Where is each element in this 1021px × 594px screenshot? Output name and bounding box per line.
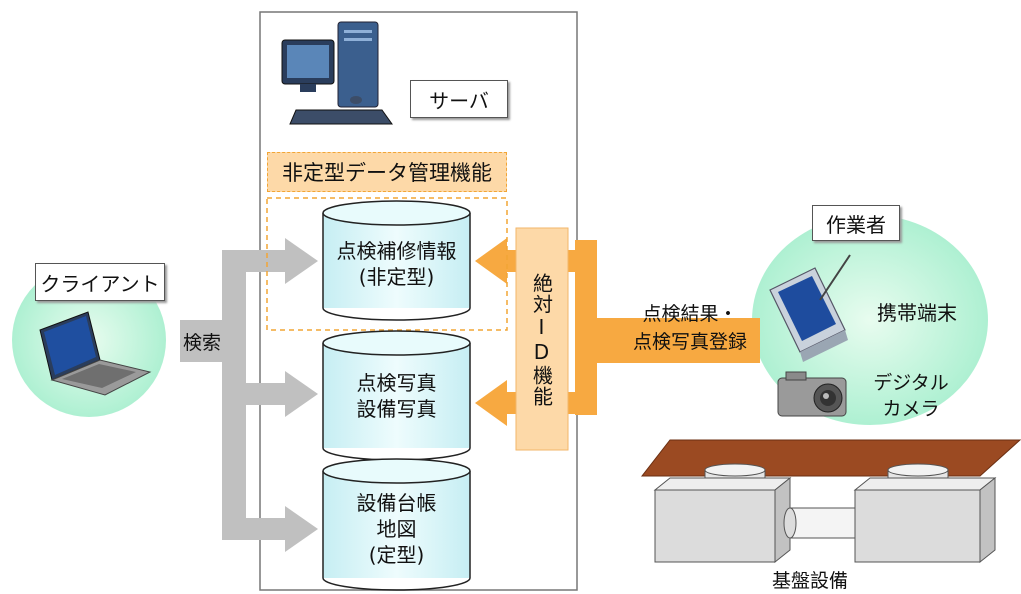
database-1-line-1: 点検補修情報: [336, 239, 457, 263]
search-arrows: [180, 238, 318, 552]
infrastructure-illustration: [640, 439, 1021, 564]
client-label: クライアント: [35, 263, 165, 301]
pda-icon: [769, 254, 851, 362]
server-label: サーバ: [410, 80, 508, 118]
mobile-circle: [752, 215, 988, 425]
absolute-id-label: 絶対ID機能: [529, 273, 554, 407]
camera-line-2: カメラ: [882, 398, 940, 420]
camera-icon: [777, 371, 847, 417]
database-3: [322, 458, 471, 591]
worker-label: 作業者: [812, 205, 900, 241]
register-label: 点検結果・ 点検写真登録: [610, 300, 770, 356]
desktop-computer-icon: [281, 21, 393, 125]
mobile-label: 携帯端末: [877, 301, 957, 325]
camera-label: デジタル カメラ: [856, 370, 966, 422]
search-label: 検索: [182, 331, 221, 354]
camera-line-1: デジタル: [873, 372, 949, 394]
database-2-line-2: 設備写真: [356, 397, 437, 421]
database-1-label: 点検補修情報 (非定型): [323, 238, 470, 290]
database-1-line-2: (非定型): [358, 265, 435, 289]
laptop-icon: [39, 311, 152, 396]
absolute-id-box: [515, 227, 569, 451]
database-1: [322, 200, 471, 321]
infrastructure-label: 基盤設備: [771, 570, 848, 592]
data-mgmt-region: [266, 197, 508, 331]
data-mgmt-label: 非定型データ管理機能: [267, 152, 507, 192]
database-2: [322, 330, 471, 461]
database-3-line-3: (定型): [368, 543, 425, 567]
register-line-2: 点検写真登録: [632, 331, 747, 353]
register-line-1: 点検結果・: [642, 303, 738, 325]
database-2-line-1: 点検写真: [356, 371, 437, 395]
database-3-line-1: 設備台帳: [356, 491, 437, 515]
database-3-label: 設備台帳 地図 (定型): [323, 490, 470, 568]
database-2-label: 点検写真 設備写真: [323, 370, 470, 422]
database-3-line-2: 地図: [376, 517, 417, 541]
